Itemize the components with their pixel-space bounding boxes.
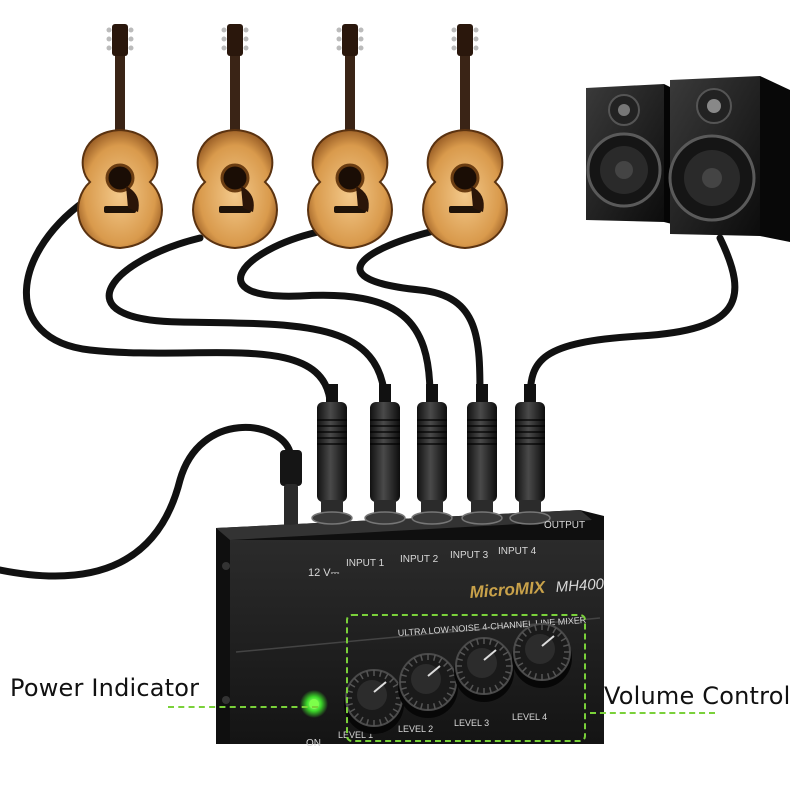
level-label-1: LEVEL 1: [338, 730, 373, 740]
cable-1: [22, 192, 334, 404]
volume-knob-1[interactable]: [344, 669, 404, 734]
guitar-2: [192, 24, 278, 250]
speaker-right: [668, 76, 790, 242]
input-label-1: INPUT 1: [346, 558, 385, 569]
volume-knob-4[interactable]: [512, 623, 572, 688]
power-indicator-callout: Power Indicator: [10, 674, 200, 702]
speaker-left: [586, 84, 672, 224]
level-label-2: LEVEL 2: [398, 724, 433, 734]
xlr-input-2: [364, 384, 406, 525]
on-label: ON: [306, 738, 321, 749]
volume-control-highlight: [346, 614, 586, 742]
cable-power: [0, 424, 294, 580]
guitar-group: [77, 24, 508, 250]
guitar-4: [422, 24, 508, 250]
cable-3: [237, 228, 434, 400]
input-label-3: INPUT 3: [450, 550, 489, 561]
xlr-output: [509, 384, 551, 525]
volume-knob-group: [344, 623, 572, 734]
model-name: MH400: [555, 576, 605, 596]
power-label: 12 V⎓: [308, 567, 340, 579]
xlr-connector-group: [311, 384, 551, 525]
volume-control-callout: Volume Control: [604, 682, 791, 710]
xlr-input-3: [411, 384, 453, 525]
guitar-1: [77, 24, 163, 250]
cable-4: [356, 228, 484, 402]
input-label-2: INPUT 2: [400, 554, 439, 565]
volume-knob-2[interactable]: [398, 653, 458, 718]
cable-2: [105, 234, 389, 404]
level-label-4: LEVEL 4: [512, 712, 547, 722]
level-label-group: LEVEL 1 LEVEL 2 LEVEL 3 LEVEL 4: [338, 712, 547, 740]
input-label-4: INPUT 4: [498, 546, 537, 557]
volume-knob-3[interactable]: [454, 637, 514, 702]
power-callout-leader: [168, 706, 318, 708]
level-label-3: LEVEL 3: [454, 718, 489, 728]
guitar-3: [307, 24, 393, 250]
xlr-input-4: [461, 384, 503, 525]
cable-output: [526, 234, 739, 404]
power-plug: [280, 450, 302, 530]
audio-cables: [0, 192, 739, 580]
xlr-input-1: [311, 384, 353, 525]
volume-callout-leader: [590, 712, 715, 714]
output-label: OUTPUT: [544, 520, 585, 531]
input-label-group: INPUT 1 INPUT 2 INPUT 3 INPUT 4: [346, 546, 537, 569]
